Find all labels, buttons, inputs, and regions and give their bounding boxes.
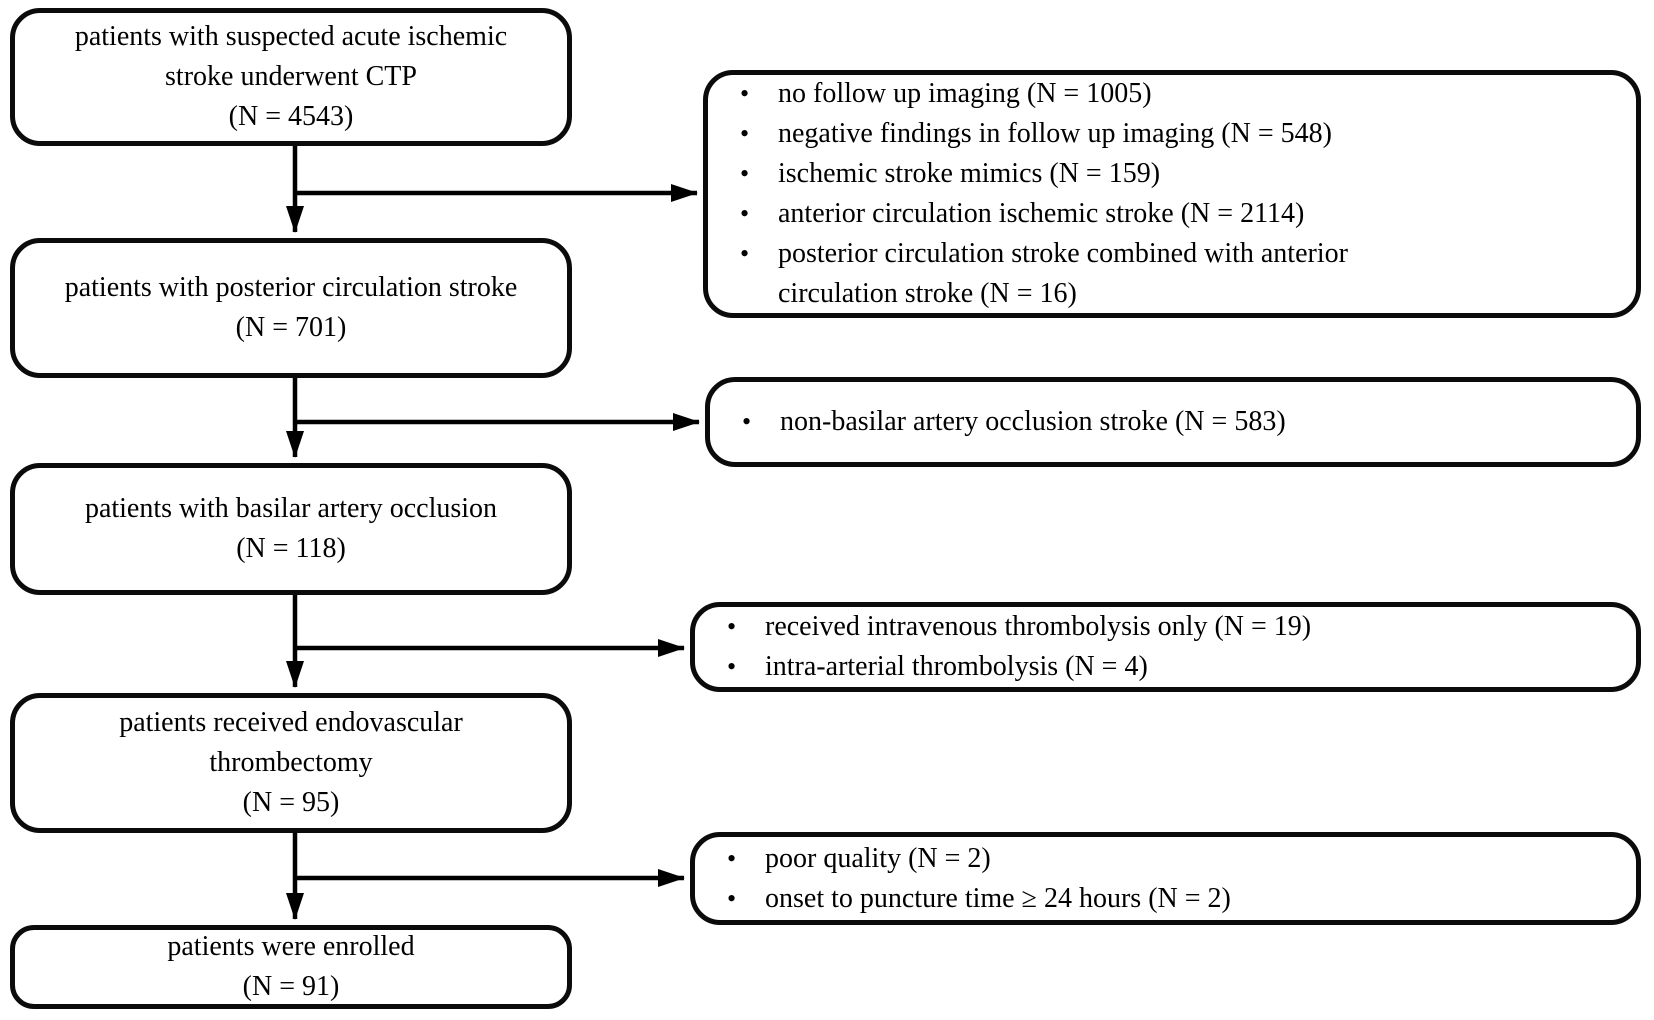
exclusion-item-text: anterior circulation ischemic stroke (N … xyxy=(778,198,1305,229)
bullet-icon xyxy=(723,647,765,687)
bullet-icon xyxy=(736,154,778,194)
exclusion-item-text: non-basilar artery occlusion stroke (N =… xyxy=(780,406,1286,437)
flow-box-title: patients with basilar artery occlusion xyxy=(84,493,498,524)
flow-box-suspected-stroke-ctp: patients with suspected acute ischemic s… xyxy=(10,8,572,146)
flow-box-title: patients with suspected acute ischemic s… xyxy=(74,21,508,92)
bullet-icon xyxy=(738,402,780,442)
flow-box-endovascular-thrombectomy: patients received endovascular thrombect… xyxy=(10,693,572,833)
exclusion-item: posterior circulation stroke combined wi… xyxy=(736,234,1612,314)
flow-box-title: patients with posterior circulation stro… xyxy=(64,272,518,303)
exclusion-item: ischemic stroke mimics (N = 159) xyxy=(736,154,1612,194)
flow-box-posterior-circulation-stroke: patients with posterior circulation stro… xyxy=(10,238,572,378)
exclusion-box-thrombolysis: received intravenous thrombolysis only (… xyxy=(690,602,1641,692)
exclusion-item: no follow up imaging (N = 1005) xyxy=(736,74,1612,114)
bullet-icon xyxy=(723,839,765,879)
exclusion-item-text: posterior circulation stroke combined wi… xyxy=(778,238,1348,309)
bullet-icon xyxy=(736,74,778,114)
exclusion-item-text: no follow up imaging (N = 1005) xyxy=(778,78,1152,109)
flow-box-count: (N = 95) xyxy=(242,787,340,818)
exclusion-item: non-basilar artery occlusion stroke (N =… xyxy=(738,402,1612,442)
bullet-icon xyxy=(736,114,778,154)
flow-box-basilar-artery-occlusion: patients with basilar artery occlusion (… xyxy=(10,463,572,595)
exclusion-item: negative findings in follow up imaging (… xyxy=(736,114,1612,154)
flow-box-count: (N = 91) xyxy=(242,971,340,1002)
exclusion-item: poor quality (N = 2) xyxy=(723,839,1612,879)
exclusion-item-text: negative findings in follow up imaging (… xyxy=(778,118,1332,149)
exclusion-item-text: intra-arterial thrombolysis (N = 4) xyxy=(765,651,1148,682)
exclusion-item-text: received intravenous thrombolysis only (… xyxy=(765,611,1312,642)
exclusion-box-non-basilar: non-basilar artery occlusion stroke (N =… xyxy=(705,377,1641,467)
bullet-icon xyxy=(736,234,778,274)
flow-box-count: (N = 4543) xyxy=(228,101,354,132)
bullet-icon xyxy=(723,607,765,647)
exclusion-item: onset to puncture time ≥ 24 hours (N = 2… xyxy=(723,879,1612,919)
exclusion-box-quality-and-time: poor quality (N = 2) onset to puncture t… xyxy=(690,832,1641,925)
flow-box-title: patients received endovascular thrombect… xyxy=(119,707,463,778)
flow-box-enrolled: patients were enrolled (N = 91) xyxy=(10,925,572,1009)
exclusion-item: anterior circulation ischemic stroke (N … xyxy=(736,194,1612,234)
exclusion-item: received intravenous thrombolysis only (… xyxy=(723,607,1612,647)
exclusion-box-imaging-and-stroke-type: no follow up imaging (N = 1005) negative… xyxy=(703,70,1641,318)
bullet-icon xyxy=(723,879,765,919)
exclusion-item-text: poor quality (N = 2) xyxy=(765,842,991,874)
bullet-icon xyxy=(736,194,778,234)
flow-box-title: patients were enrolled xyxy=(167,931,415,962)
exclusion-item-text: onset to puncture time ≥ 24 hours (N = 2… xyxy=(765,882,1231,914)
exclusion-item-text: ischemic stroke mimics (N = 159) xyxy=(778,158,1161,189)
flow-box-count: (N = 701) xyxy=(235,312,347,343)
exclusion-item: intra-arterial thrombolysis (N = 4) xyxy=(723,647,1612,687)
flow-box-count: (N = 118) xyxy=(236,533,346,564)
